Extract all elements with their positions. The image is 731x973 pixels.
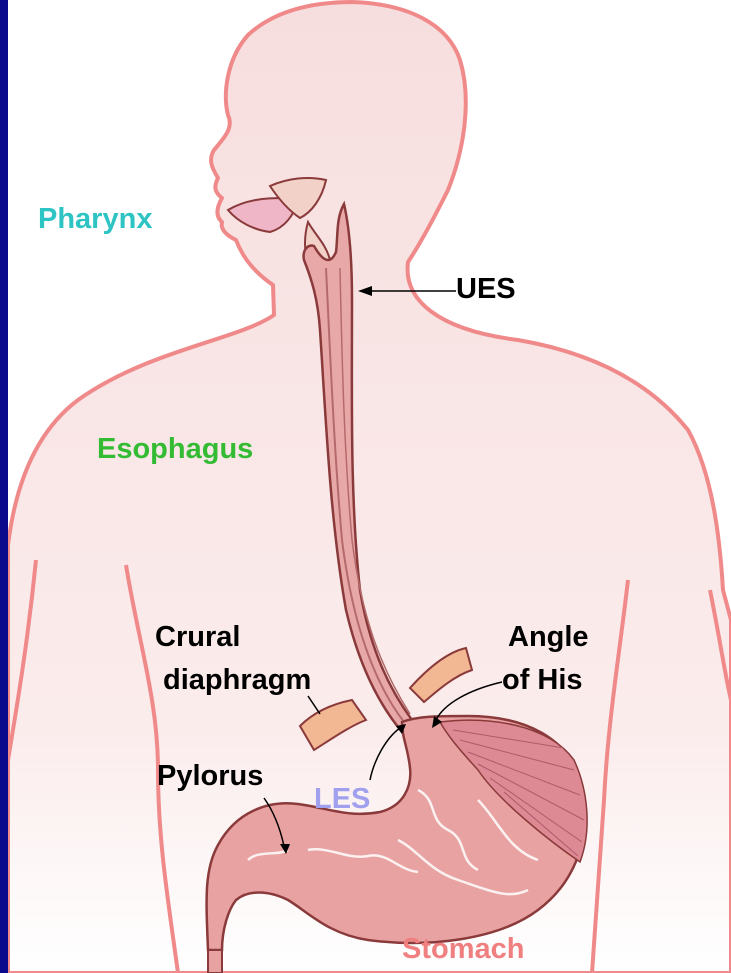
- label-angle-line2: of His: [502, 663, 583, 698]
- label-pylorus: Pylorus: [157, 759, 263, 794]
- label-ues: UES: [456, 272, 516, 307]
- label-pharynx: Pharynx: [38, 202, 152, 237]
- label-esophagus: Esophagus: [97, 432, 253, 467]
- label-crural-line1: Crural: [155, 620, 240, 655]
- label-crural-line2: diaphragm: [163, 663, 311, 698]
- label-stomach: Stomach: [402, 932, 524, 967]
- label-les: LES: [314, 782, 370, 817]
- label-angle-line1: Angle: [508, 620, 589, 655]
- duodenum: [208, 950, 222, 973]
- diagram-panel: [8, 0, 731, 973]
- digestive-tract-illustration: [8, 0, 731, 973]
